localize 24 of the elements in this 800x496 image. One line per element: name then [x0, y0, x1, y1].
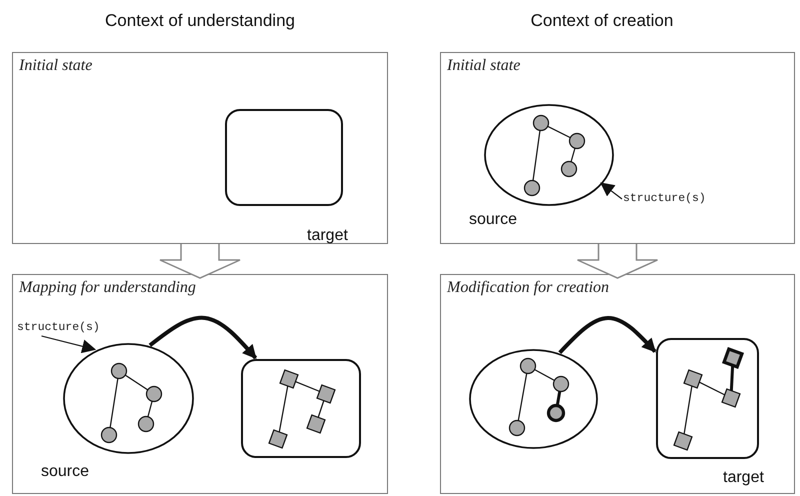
- panel-box: [12, 274, 388, 494]
- shape-label: target: [307, 227, 348, 245]
- panel-box: [440, 52, 795, 244]
- leader-line: [41, 335, 96, 354]
- column-heading: Context of understanding: [105, 11, 295, 31]
- ellipse-shape: [469, 349, 598, 449]
- rounded-box: [241, 359, 361, 458]
- block-arrow: [159, 243, 241, 279]
- panel-heading: Initial state: [19, 57, 92, 75]
- shape-label: target: [723, 469, 764, 487]
- shape-label: source: [469, 211, 518, 229]
- column-heading: Context of creation: [530, 11, 674, 31]
- panel-heading: Initial state: [447, 57, 520, 75]
- leader-line: [600, 182, 622, 200]
- structure-text: structure(s): [17, 321, 100, 334]
- panel-box: [12, 52, 388, 244]
- panel-heading: Mapping for understanding: [19, 279, 196, 297]
- shape-label: source: [41, 463, 90, 481]
- panel-box: [440, 274, 795, 494]
- curved-arrow: [148, 316, 258, 360]
- curved-arrow: [558, 316, 656, 354]
- block-arrow: [576, 243, 658, 279]
- structure-text: structure(s): [623, 192, 706, 205]
- panel-heading: Modification for creation: [447, 279, 610, 297]
